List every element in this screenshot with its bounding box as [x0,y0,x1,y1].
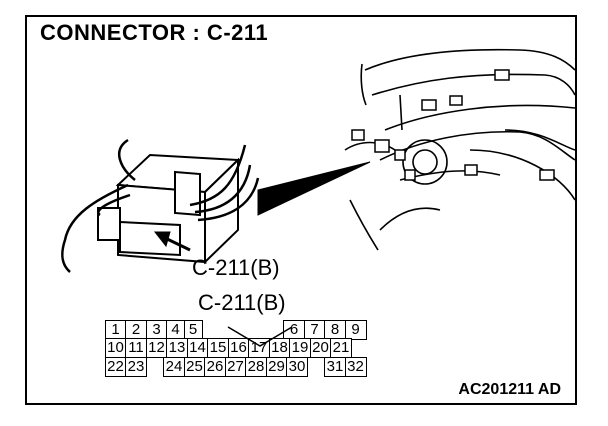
pin-cell-empty [146,357,165,377]
vehicle-dash-sketch [344,48,576,251]
pin-cell: 19 [289,338,311,358]
pin-cell-empty [222,320,244,340]
pin-cell: 2 [125,319,147,340]
pin-cell: 3 [145,319,168,340]
pin-cell: 8 [324,319,346,340]
pinout-title: C-211(B) [198,290,286,315]
pin-cell: 25 [183,356,206,377]
pin-cell: 7 [303,319,326,340]
pin-cell: 12 [145,338,168,358]
pin-cell: 1 [104,319,127,340]
pin-cell: 30 [286,356,308,377]
pin-cell: 20 [309,338,332,358]
pin-cell: 13 [166,338,188,358]
pin-cell-empty [242,320,264,340]
pin-row-3: 22 23 24 25 26 27 28 29 30 31 32 [104,356,367,377]
pin-cell: 4 [166,319,185,340]
pin-row-1: 1 2 3 4 5 6 7 8 9 [104,319,367,340]
pin-cell: 24 [163,356,185,377]
connector-callout-label: C-211(B) [192,255,280,280]
location-wedge [257,161,371,216]
connector-wires [61,138,260,273]
pin-cell: 10 [104,338,127,358]
pinout-grid: 1 2 3 4 5 6 7 8 9 10 11 12 13 14 15 16 1… [104,319,367,377]
pin-cell: 6 [283,319,305,340]
pin-cell: 9 [344,319,367,340]
pin-cell: 28 [245,356,267,377]
pin-cell: 31 [324,356,346,377]
vehicle-dash-parts [351,69,555,181]
connector-body [97,153,241,265]
pin-cell: 26 [204,356,226,377]
pin-cell: 29 [265,356,288,377]
pin-cell: 32 [344,356,367,377]
pin-cell: 17 [248,338,270,358]
pin-cell: 23 [125,356,147,377]
pin-cell: 18 [268,338,291,358]
pin-cell: 11 [125,338,147,358]
pin-cell: 22 [104,356,127,377]
figure-code: AC201211 AD [458,381,561,398]
pin-row-2: 10 11 12 13 14 15 16 17 18 19 20 21 [104,338,367,358]
pin-cell-empty [201,320,223,340]
pin-cell: 21 [330,338,352,358]
pin-cell: 16 [227,338,250,358]
pin-cell: 15 [207,338,229,358]
diagram-frame [25,15,577,405]
diagram-title: CONNECTOR : C-211 [40,20,269,45]
pointer-arrow [153,231,191,252]
pin-cell-empty [263,320,285,340]
pin-cell: 14 [186,338,209,358]
pin-cell-empty [307,357,326,377]
pin-cell: 5 [183,319,203,340]
pin-cell: 27 [224,356,247,377]
